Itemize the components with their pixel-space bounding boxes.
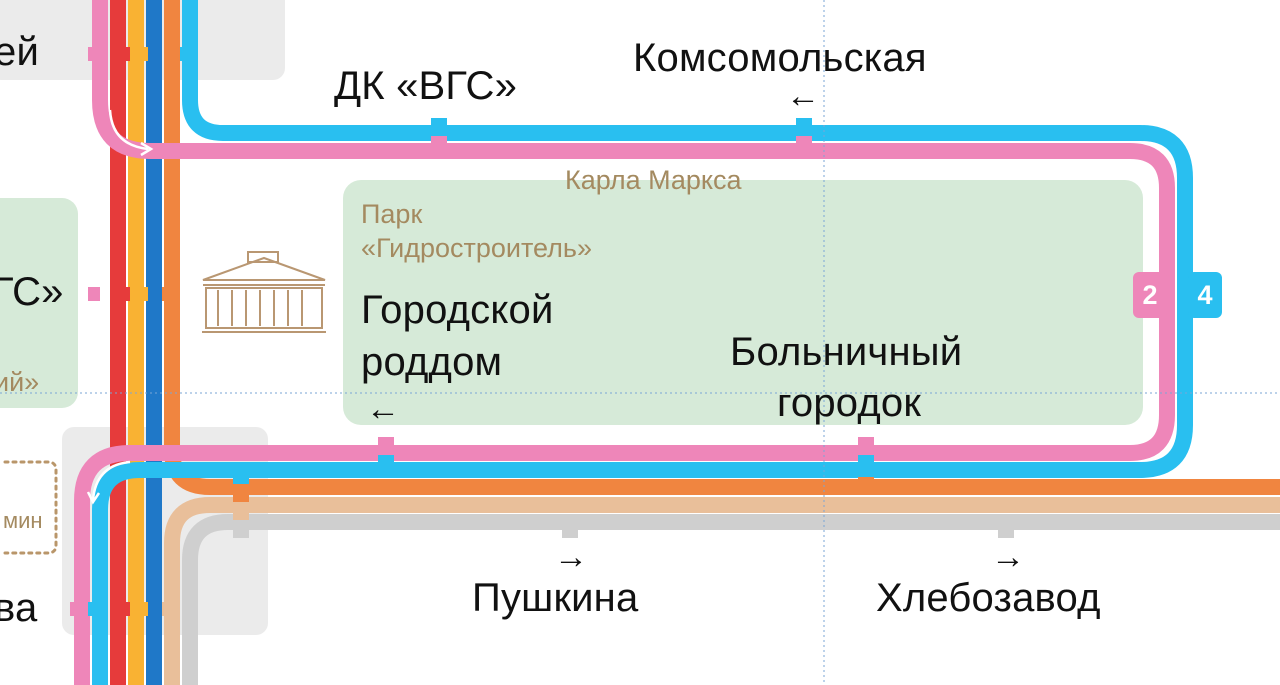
direction-arrow-roddom: ← — [366, 390, 400, 428]
stop-tick-trunk-top-pink — [88, 47, 100, 61]
turn-arrow-top-head — [140, 141, 154, 157]
station-label-cut-bottom-left[interactable]: ва — [0, 586, 38, 630]
stop-tick-trunk-mid-orange — [162, 287, 172, 301]
street-label-karla-marksa: Карла Маркса — [565, 165, 742, 195]
stop-tick-trunk-mid-red — [124, 287, 130, 301]
direction-arrow-hlebozavod: → — [991, 538, 1025, 576]
park-label-line2: «Гидростроитель» — [361, 233, 592, 263]
station-label-roddom-line1[interactable]: Городской — [361, 288, 554, 332]
stop-tick-dk-vgs — [431, 118, 447, 132]
turn-arrow-bottom — [91, 460, 131, 501]
stop-tick-hlebozavod — [998, 528, 1014, 538]
station-label-pushkina[interactable]: Пушкина — [472, 576, 639, 620]
stop-tick-dk-vgs-pink — [431, 136, 447, 146]
stop-tick-trunk-top-yellow — [142, 47, 148, 61]
station-label-roddom-line2[interactable]: роддом — [361, 340, 503, 384]
stop-tick-komsomolskaya-pink — [796, 136, 812, 146]
stop-tick-trunk-bottom-red — [124, 602, 130, 616]
stop-tick-bolnichny-orange — [858, 477, 874, 495]
stop-tick-bolnichny-beige — [858, 497, 874, 513]
route-badge-4[interactable]: 4 — [1188, 272, 1222, 318]
turn-arrow-top — [108, 109, 149, 151]
stop-tick-lower-left-cyan — [233, 462, 249, 484]
stop-tick-roddom — [378, 437, 394, 447]
station-label-cut-mid-left[interactable]: ГС» — [0, 270, 64, 314]
route-line-cyan — [92, 0, 1193, 685]
stop-tick-trunk-mid-pink — [88, 287, 100, 301]
park-area-left — [0, 198, 78, 408]
stop-tick-komsomolskaya — [796, 118, 812, 132]
station-label-bolnichny-line2[interactable]: городок — [777, 381, 922, 425]
stop-tick-trunk-bottom-yellow — [142, 602, 148, 616]
walking-transfer-link — [3, 460, 58, 555]
stop-tick-roddom-cyan — [378, 455, 394, 463]
stop-tick-pushkina — [562, 528, 578, 538]
station-label-hlebozavod[interactable]: Хлебозавод — [876, 576, 1101, 620]
route-line-pink — [74, 0, 1175, 685]
park-label-line1: Парк — [361, 199, 423, 229]
route-badge-2[interactable]: 2 — [1133, 272, 1167, 318]
stop-tick-bolnichny-cyan — [858, 455, 874, 477]
walking-time-label: мин — [3, 508, 43, 533]
stop-tick-lower-left-beige — [233, 502, 249, 520]
station-label-bolnichny-line1[interactable]: Больничный — [730, 330, 963, 374]
station-label-dk-vgs[interactable]: ДК «ВГС» — [334, 64, 518, 108]
theatre-building-icon — [202, 251, 326, 333]
station-label-cut-top-left[interactable]: ей — [0, 30, 39, 74]
stop-tick-lower-left-orange — [233, 484, 249, 502]
turn-arrow-bottom-head — [86, 491, 101, 505]
stop-tick-trunk-bottom-pink — [70, 602, 82, 616]
direction-arrow-komsomolskaya: ← — [786, 77, 820, 115]
stop-tick-lower-left-gray — [233, 522, 249, 538]
direction-arrow-pushkina: → — [554, 538, 588, 576]
park-label-cut-mid-left: ий» — [0, 367, 40, 397]
route-line-beige — [164, 497, 1280, 685]
stop-tick-bolnichny — [858, 437, 874, 447]
station-label-komsomolskaya[interactable]: Комсомольская — [633, 36, 927, 80]
park-area-gidrostroitel — [343, 180, 1143, 425]
stop-tick-trunk-bottom-beige — [162, 602, 172, 616]
stop-tick-trunk-bottom-cyan — [88, 602, 100, 616]
stop-tick-trunk-top-red — [124, 47, 130, 61]
route-line-gray — [182, 514, 1280, 685]
stop-tick-trunk-top-cyan — [180, 47, 192, 61]
stop-tick-trunk-mid-yellow — [142, 287, 148, 301]
